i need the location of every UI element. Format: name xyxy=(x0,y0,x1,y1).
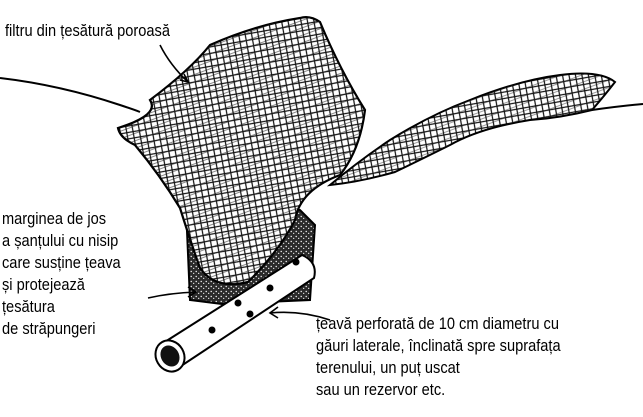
sand-edge-line: țesătura xyxy=(2,296,121,318)
sand-edge-line: marginea de jos xyxy=(2,208,121,230)
pipe-hole xyxy=(209,327,216,334)
sand-edge-line: care susține țeava xyxy=(2,252,121,274)
sand-edge-line: și protejează xyxy=(2,274,121,296)
filter-label: filtru din țesătură poroasă xyxy=(5,20,170,42)
ground-line-left xyxy=(0,78,140,112)
pipe-hole xyxy=(247,311,254,318)
pipe-label-line: terenului, un puț uscat xyxy=(316,357,561,379)
pipe-label-line: găuri laterale, înclinată spre suprafața xyxy=(316,335,561,357)
pipe-label: țeavă perforată de 10 cm diametru cu gău… xyxy=(316,313,561,401)
sand-edge-label: marginea de jos a șanțului cu nisip care… xyxy=(2,208,121,340)
pipe-label-line: țeavă perforată de 10 cm diametru cu xyxy=(316,313,561,335)
pipe-label-line: sau un rezervor etc. xyxy=(316,379,561,401)
ground-line-right xyxy=(592,104,643,110)
pipe-hole xyxy=(235,300,242,307)
sand-edge-line: de străpungeri xyxy=(2,318,121,340)
sand-edge-line: a șanțului cu nisip xyxy=(2,230,121,252)
pipe-hole xyxy=(293,259,300,266)
pipe-hole xyxy=(267,285,274,292)
